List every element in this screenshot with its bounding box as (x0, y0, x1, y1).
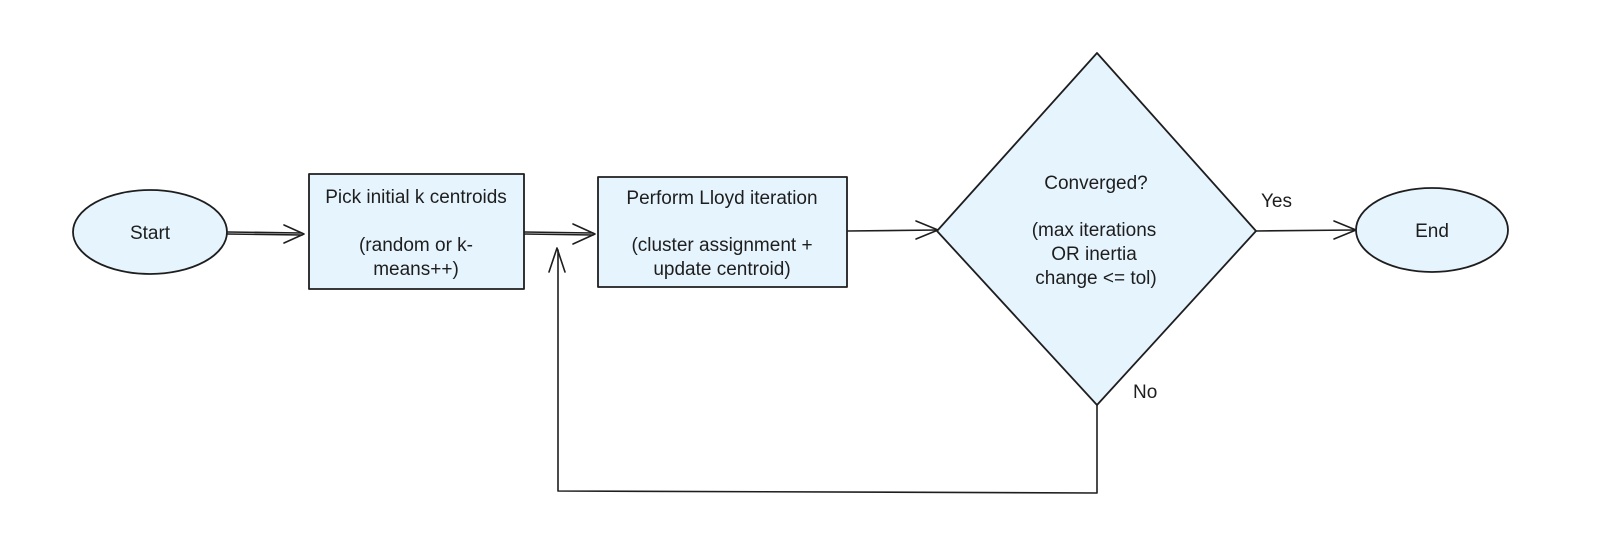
edge-start-to-pick (226, 224, 305, 244)
node-converged-decision: Converged? (max iterations OR inertia ch… (936, 52, 1257, 406)
lloyd-detail-line2: update centroid) (653, 259, 790, 280)
converged-diamond (936, 52, 1257, 406)
edge-label-yes: Yes (1261, 191, 1292, 212)
arrowhead-start-to-pick (283, 224, 305, 244)
converged-detail-line3: change <= tol) (1035, 268, 1156, 289)
lloyd-detail-line1: (cluster assignment + (631, 235, 812, 256)
edge-pick-to-lloyd (523, 223, 596, 245)
edge-lloyd-to-converged (846, 220, 939, 240)
pick-box (308, 173, 525, 290)
pick-title: Pick initial k centroids (325, 187, 507, 208)
edge-converged-to-end (1255, 220, 1357, 240)
lloyd-title: Perform Lloyd iteration (626, 188, 817, 209)
end-ellipse (1355, 187, 1509, 273)
start-ellipse (72, 189, 228, 275)
pick-detail-line1: (random or k- (359, 235, 473, 256)
pick-detail-line2: means++) (373, 259, 459, 280)
converged-title: Converged? (1044, 173, 1148, 194)
edge-label-no: No (1133, 382, 1157, 403)
arrowhead-converged-to-lloyd (548, 247, 566, 273)
node-start: Start (72, 189, 228, 275)
edge-converged-to-lloyd (548, 247, 1098, 494)
converged-detail-line2: OR inertia (1051, 244, 1137, 265)
lloyd-box (597, 176, 848, 288)
end-label: End (1415, 221, 1449, 242)
start-label: Start (130, 223, 171, 244)
node-lloyd-iteration: Perform Lloyd iteration (cluster assignm… (597, 176, 848, 288)
node-pick-initial-centroids: Pick initial k centroids (random or k- m… (308, 173, 525, 290)
node-end: End (1355, 187, 1509, 273)
arrowhead-pick-to-lloyd (572, 223, 596, 245)
converged-detail-line1: (max iterations (1032, 220, 1157, 241)
